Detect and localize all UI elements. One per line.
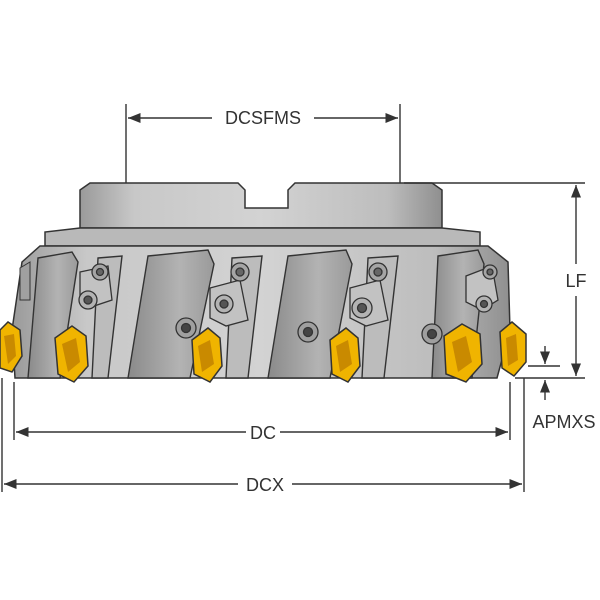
dimension-dcx [1, 378, 525, 492]
dimension-apmxs [528, 346, 560, 400]
dimension-dc [13, 382, 511, 440]
insert-clamps [78, 262, 499, 345]
cutting-inserts [0, 321, 527, 383]
label-dcsfms: DCSFMS [225, 108, 301, 128]
dimension-dcsfms [125, 104, 401, 183]
label-dcx: DCX [246, 475, 284, 495]
label-lf: LF [565, 271, 586, 291]
label-apmxs: APMXS [532, 412, 595, 432]
label-dc: DC [250, 423, 276, 443]
dimension-lf [404, 182, 585, 379]
cutter-hub [44, 182, 481, 247]
